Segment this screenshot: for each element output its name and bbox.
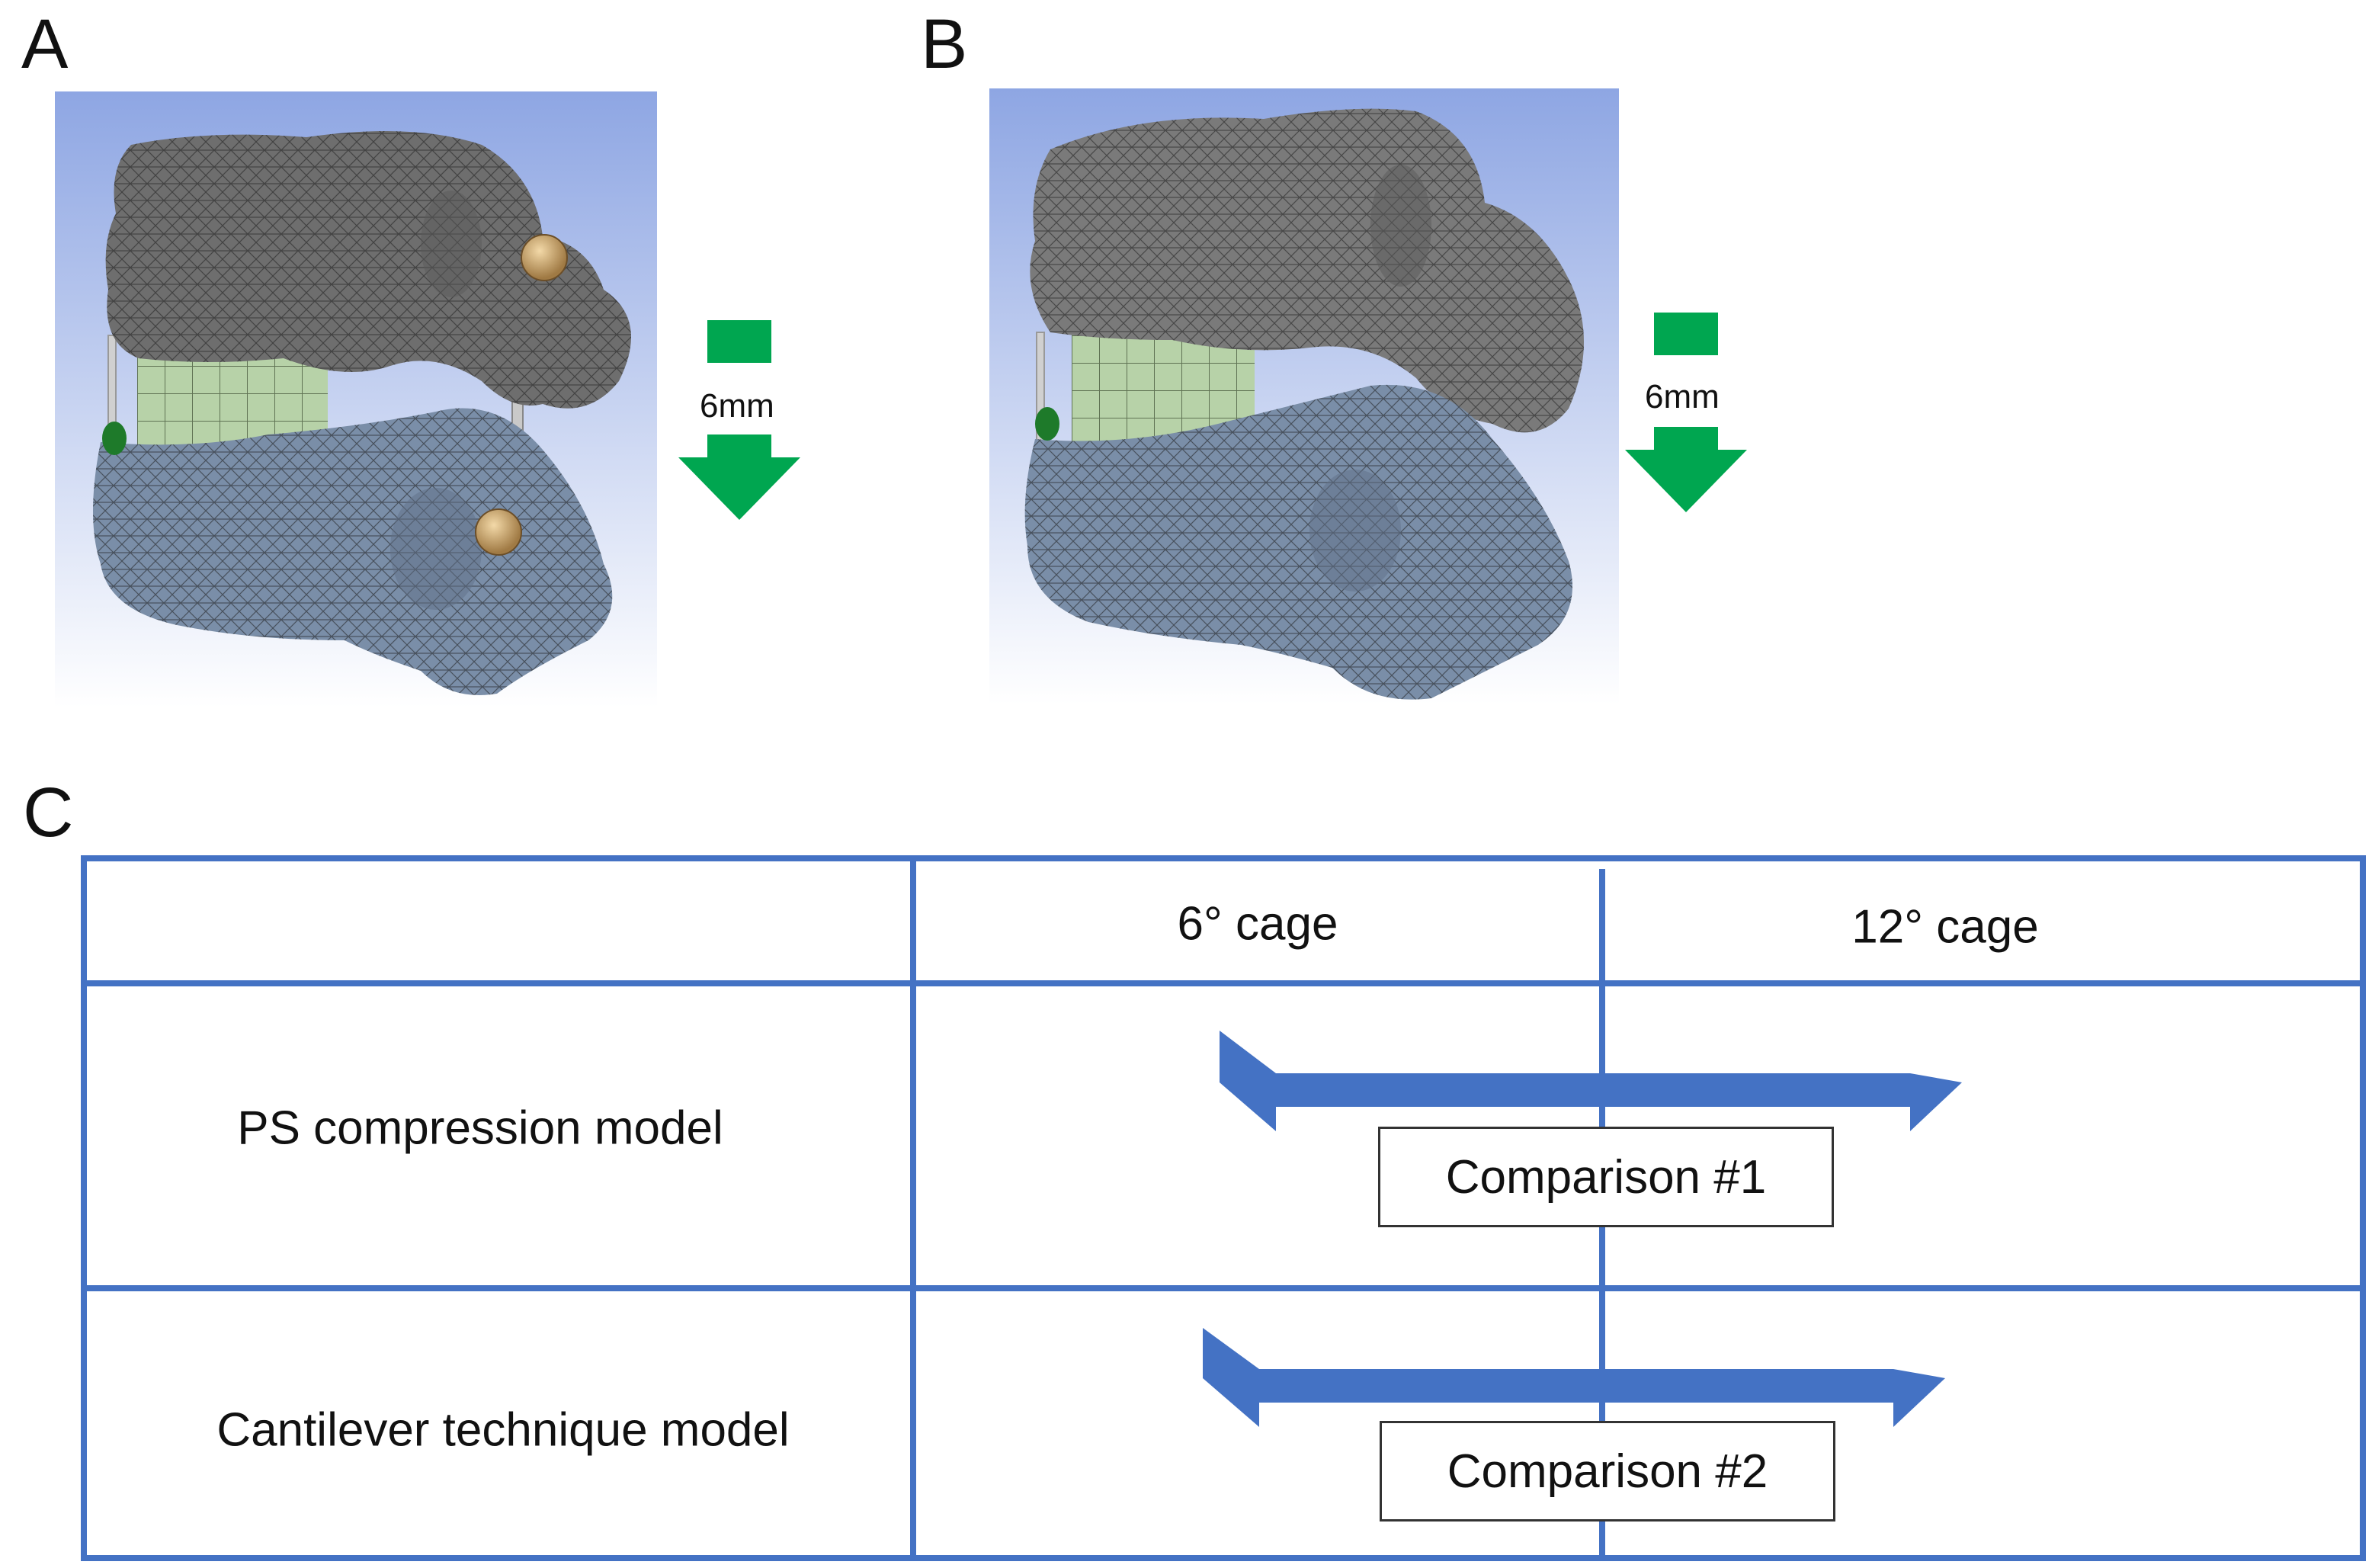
row-label-cantilever-technique-model: Cantilever technique model	[216, 1403, 790, 1457]
anterior-green-marker	[102, 422, 127, 455]
comparison-box-2: Comparison #2	[1380, 1421, 1835, 1522]
panel-b-load-arrow	[1625, 313, 1747, 512]
table-outer-border	[81, 855, 2366, 1561]
panel-b-letter: B	[921, 5, 968, 83]
panel-b-model-render	[989, 88, 1619, 704]
panel-a-model-render	[55, 91, 657, 707]
panel-a-letter: A	[21, 5, 69, 83]
upper-vertebra	[105, 131, 632, 409]
panel-a-load-arrow	[678, 320, 800, 520]
upper-vertebra	[1030, 108, 1584, 433]
upper-screw-head	[521, 234, 568, 281]
lower-vertebra	[93, 408, 613, 695]
table-grid	[81, 855, 2366, 1561]
row-label-ps-compression-model: PS compression model	[237, 1101, 723, 1155]
lower-vertebra	[1024, 384, 1572, 700]
column-header-12-degree-cage: 12° cage	[1851, 900, 2039, 954]
lower-screw-head	[475, 508, 522, 556]
comparison-arrow-1	[1220, 1031, 1962, 1131]
comparison-box-1: Comparison #1	[1378, 1127, 1834, 1227]
panel-b-load-label: 6mm	[1645, 378, 1720, 415]
comparison-arrow-2	[1203, 1328, 1945, 1427]
column-header-6-degree-cage: 6° cage	[1177, 897, 1338, 951]
panel-a-load-label: 6mm	[700, 387, 774, 425]
panel-c-letter: C	[23, 774, 74, 851]
anterior-green-marker	[1035, 407, 1059, 441]
